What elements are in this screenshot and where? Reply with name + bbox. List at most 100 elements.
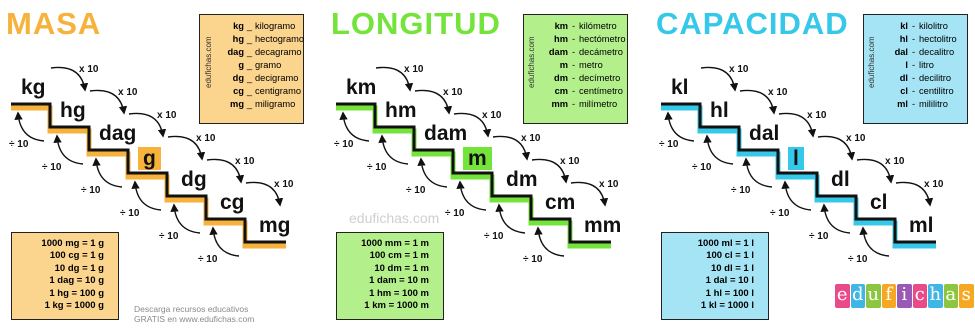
legend-row: dm-decímetro [538, 72, 623, 85]
multiply-arrow [128, 112, 167, 138]
stair-edge-dark [336, 102, 611, 244]
staircase-diagram [336, 66, 611, 257]
legend-abbr: dam [548, 47, 568, 57]
divide-label: ÷ 10 [367, 162, 387, 173]
multiply-arrow [492, 135, 531, 161]
multiply-label: x 10 [729, 64, 749, 75]
legend-name: centigramo [255, 86, 301, 96]
legend-separator: _ [246, 73, 253, 83]
divide-arrow [339, 111, 370, 142]
divide-arrow [53, 134, 84, 165]
divide-label: ÷ 10 [445, 208, 465, 219]
divide-arrow [781, 180, 812, 211]
legend-separator: - [571, 21, 576, 31]
multiply-label: x 10 [79, 64, 99, 75]
legend-abbr: g [238, 60, 244, 70]
multiply-label: x 10 [196, 133, 216, 144]
legend-name: miligramo [255, 99, 296, 109]
equivalence-row: 1 kl = 1000 l [700, 300, 754, 312]
legend-row: hg_hectogramo [214, 33, 304, 46]
equivalence-row: 1 hl = 100 l [705, 287, 754, 299]
multiply-arrow [206, 158, 245, 184]
legend-name: kilómetro [579, 21, 617, 31]
stair-edge-color [336, 105, 611, 249]
multiply-label: x 10 [443, 87, 463, 98]
unit-label-dg: dg [181, 168, 207, 191]
multiply-arrow [700, 66, 739, 92]
divide-label: ÷ 10 [809, 231, 829, 242]
logo-letter: a [943, 284, 958, 308]
panel-title-longitud: LONGITUD [331, 6, 501, 41]
multiply-label: x 10 [560, 156, 580, 167]
legend-row: cm-centímetro [538, 85, 623, 98]
legend-separator: - [911, 73, 916, 83]
legend-separator: - [571, 47, 576, 57]
legend-abbr: mg [230, 99, 244, 109]
multiply-arrow [89, 89, 128, 115]
equivalence-row: 1 dal = 10 l [705, 275, 754, 287]
multiply-arrow [531, 158, 570, 184]
legend-separator: - [911, 21, 916, 31]
staircase-diagram [11, 66, 286, 257]
divide-label: ÷ 10 [159, 231, 179, 242]
equivalence-row: 1000 mm = 1 m [361, 238, 429, 249]
legend-name: hectogramo [255, 34, 305, 44]
multiply-arrow [856, 158, 895, 184]
multiply-arrow [245, 181, 284, 207]
unit-label-m: m [463, 147, 492, 170]
multiply-label: x 10 [807, 110, 827, 121]
legend-name: decalitro [919, 47, 955, 57]
stair-edge-color [11, 105, 286, 249]
divide-label: ÷ 10 [848, 254, 868, 265]
divide-arrow [170, 203, 201, 234]
divide-label: ÷ 10 [198, 254, 218, 265]
multiply-label: x 10 [521, 133, 541, 144]
legend-abbr: dag [227, 47, 244, 57]
legend-row: mm-milímetro [538, 98, 623, 111]
divide-arrow [131, 180, 162, 211]
divide-arrow [14, 111, 45, 142]
equivalence-row: 10 dm = 1 m [374, 262, 429, 274]
divide-arrow [92, 157, 123, 188]
divide-label: ÷ 10 [120, 208, 140, 219]
logo-letter: d [850, 284, 865, 308]
legend-name: decámetro [579, 47, 623, 57]
legend-abbr: km [554, 21, 568, 31]
legend-row: m-metro [538, 59, 623, 72]
legend-separator: _ [246, 99, 253, 109]
legend-row: mg_miligramo [214, 98, 299, 111]
legend-row: hm-hectómetro [538, 33, 626, 46]
multiply-arrow [817, 135, 856, 161]
multiply-arrow [778, 112, 817, 138]
logo-letter: u [866, 284, 881, 308]
unit-label-cl: cl [870, 191, 888, 214]
legend-name: hectómetro [579, 34, 626, 44]
unit-label-dal: dal [749, 122, 780, 145]
legend-name: decagramo [255, 47, 302, 57]
equivalence-row: 1000 mg = 1 g [41, 238, 104, 249]
legend-row: kl-kilolitro [878, 20, 963, 33]
legend-name: hectolitro [919, 34, 957, 44]
multiply-arrow [375, 66, 414, 92]
unit-label-hm: hm [385, 99, 417, 122]
legend-abbr: hg [232, 34, 244, 44]
equivalence-row: 10 dg = 1 g [54, 262, 104, 274]
multiply-label: x 10 [235, 156, 255, 167]
multiply-arrow [570, 181, 609, 207]
unit-label-hg: hg [60, 99, 86, 122]
legend-abbr: dl [899, 73, 908, 83]
multiply-arrow [739, 89, 778, 115]
logo-letter: c [912, 284, 927, 308]
unit-label-g: g [138, 147, 161, 170]
legend-row: hl-hectolitro [878, 33, 963, 46]
divide-label: ÷ 10 [692, 162, 712, 173]
legend-abbr: kg [233, 21, 244, 31]
legend-separator: - [571, 60, 576, 70]
multiply-label: x 10 [118, 87, 138, 98]
multiply-label: x 10 [924, 179, 944, 190]
legend-name: centilitro [919, 86, 954, 96]
legend-separator: _ [246, 21, 253, 31]
